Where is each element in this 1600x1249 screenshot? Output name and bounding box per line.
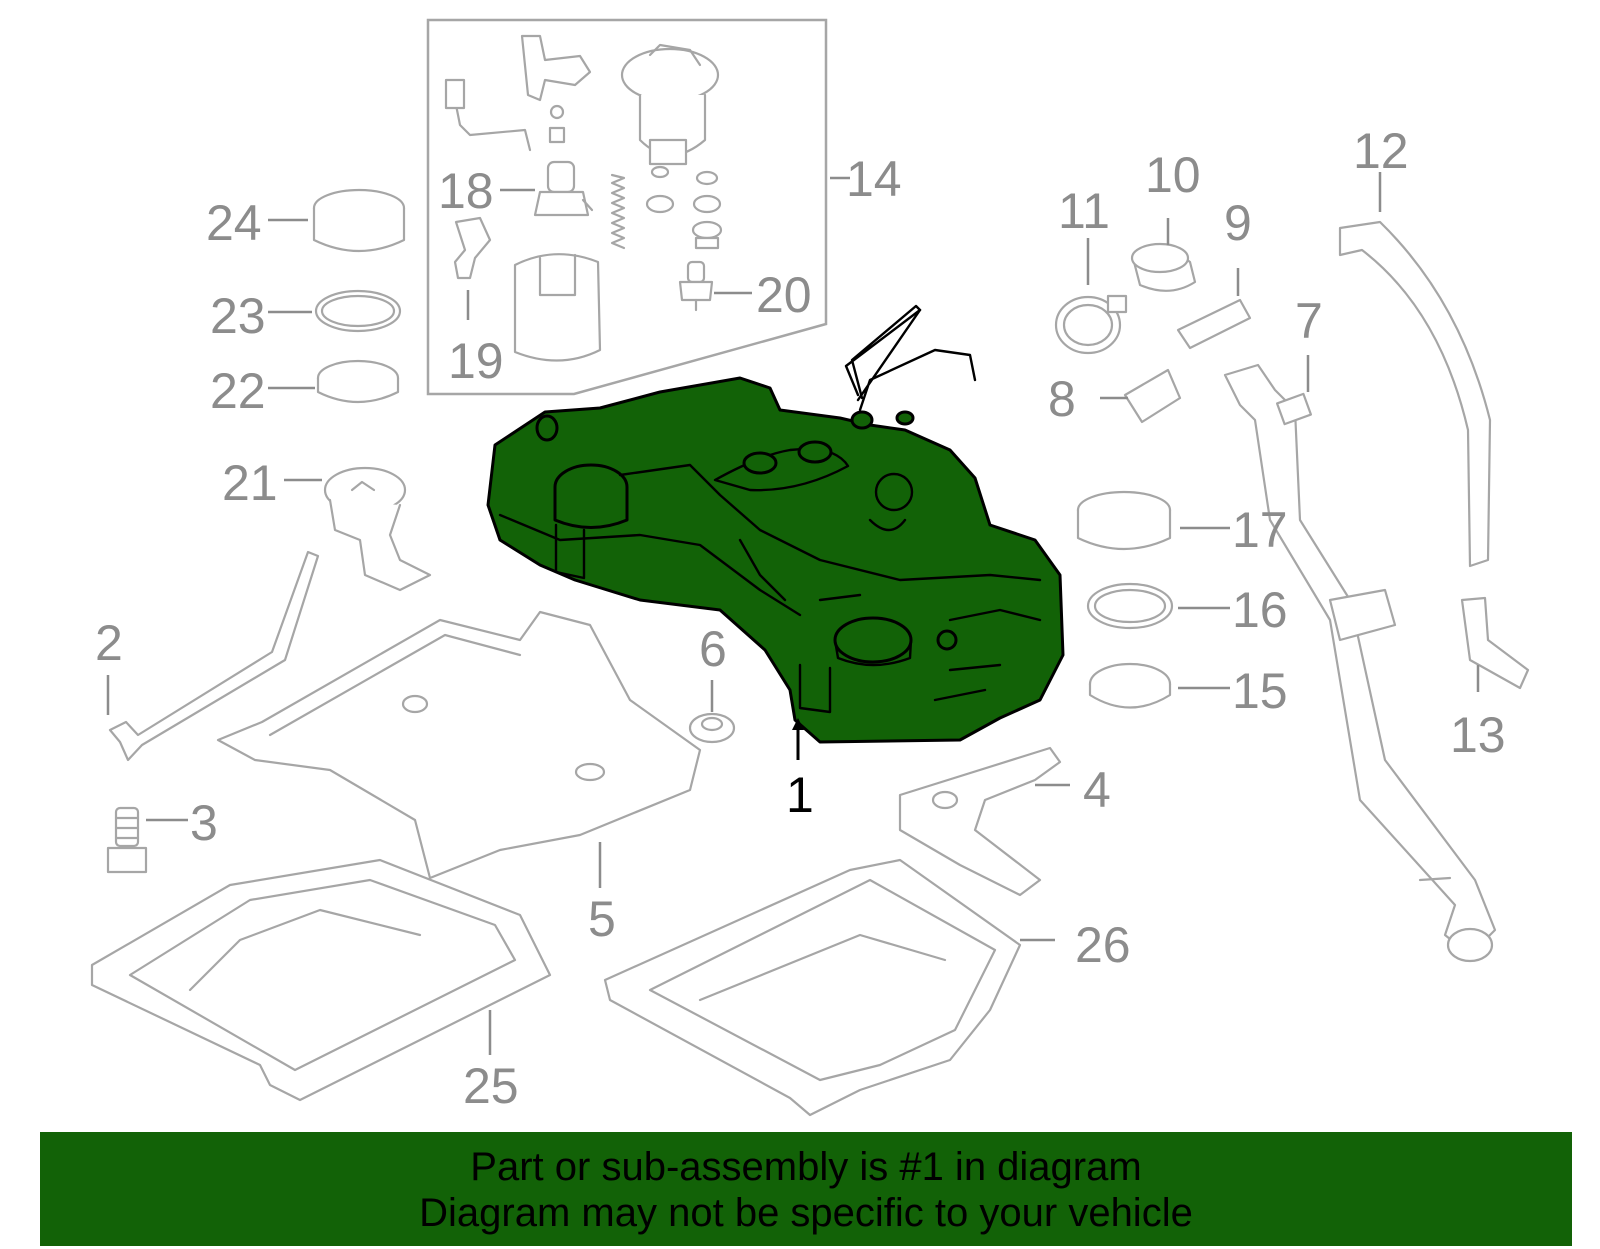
callout-16[interactable]: 16 — [1232, 582, 1288, 638]
callout-12[interactable]: 12 — [1353, 123, 1409, 179]
banner-line-1: Part or sub-assembly is #1 in diagram — [470, 1145, 1142, 1189]
callout-23[interactable]: 23 — [210, 288, 266, 344]
leader-lines — [106, 172, 1480, 1055]
callout-8[interactable]: 8 — [1048, 371, 1076, 427]
callout-14[interactable]: 14 — [846, 151, 902, 207]
callout-21[interactable]: 21 — [222, 455, 278, 511]
callout-2[interactable]: 2 — [95, 615, 123, 671]
callout-labels: 1 2 3 4 5 6 7 8 9 10 11 12 13 14 15 16 1… — [95, 123, 1506, 1114]
fuel-pump-assembly-group — [426, 18, 828, 396]
filler-parts-group — [1054, 220, 1530, 963]
callout-1[interactable]: 1 — [786, 767, 814, 823]
callout-20[interactable]: 20 — [756, 267, 812, 323]
right-rings-group — [1076, 490, 1174, 709]
callout-24[interactable]: 24 — [206, 195, 262, 251]
callout-17[interactable]: 17 — [1232, 502, 1288, 558]
callout-11[interactable]: 11 — [1058, 183, 1110, 239]
callout-3[interactable]: 3 — [190, 795, 218, 851]
callout-7[interactable]: 7 — [1295, 293, 1323, 349]
callout-26[interactable]: 26 — [1075, 917, 1131, 973]
callout-5[interactable]: 5 — [588, 891, 616, 947]
callout-13[interactable]: 13 — [1450, 707, 1506, 763]
callout-25[interactable]: 25 — [463, 1058, 519, 1114]
callout-15[interactable]: 15 — [1232, 663, 1288, 719]
lower-frames-group — [90, 746, 1062, 1117]
callout-9[interactable]: 9 — [1224, 195, 1252, 251]
info-banner: Part or sub-assembly is #1 in diagram Di… — [40, 1132, 1572, 1246]
banner-line-2: Diagram may not be specific to your vehi… — [419, 1191, 1193, 1235]
callout-22[interactable]: 22 — [210, 363, 266, 419]
callout-4[interactable]: 4 — [1083, 762, 1111, 818]
left-lower-parts-group — [106, 550, 736, 880]
callout-10[interactable]: 10 — [1145, 147, 1201, 203]
callout-18[interactable]: 18 — [438, 163, 494, 219]
callout-6[interactable]: 6 — [699, 621, 727, 677]
lock-rings-group — [312, 188, 432, 592]
fuel-tank-highlighted[interactable] — [486, 304, 1065, 744]
callout-19[interactable]: 19 — [448, 333, 504, 389]
